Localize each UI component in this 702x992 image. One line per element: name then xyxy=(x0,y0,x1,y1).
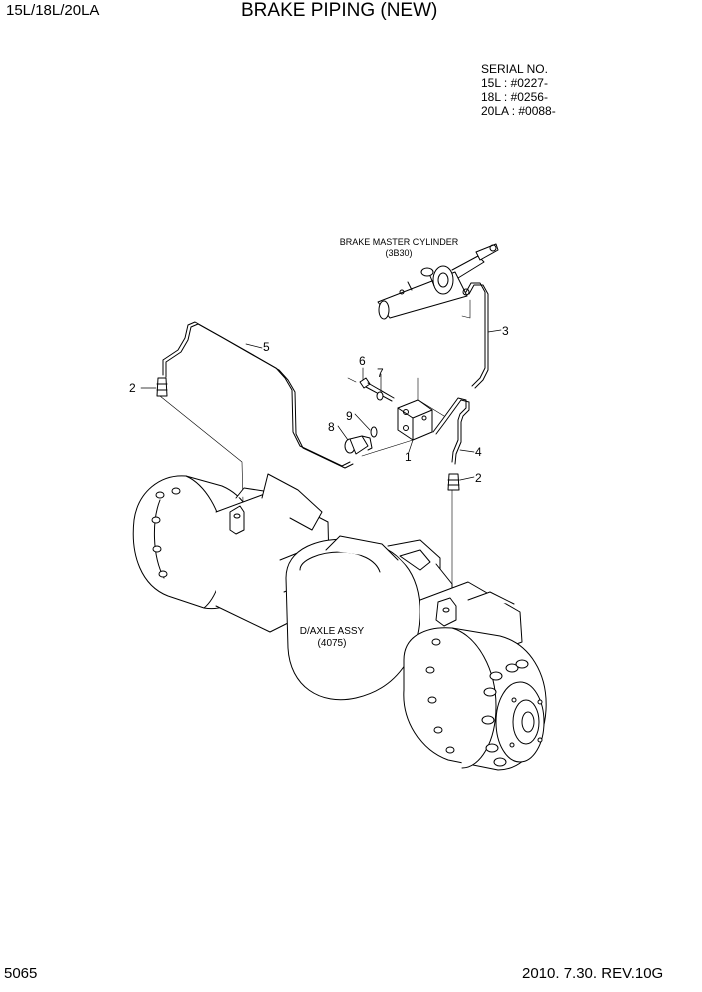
part-number-6: 6 xyxy=(359,354,366,368)
part-number-2: 2 xyxy=(129,381,136,395)
model-label: 15L/18L/20LA xyxy=(6,2,100,19)
serial-line: 20LA : #0088- xyxy=(481,104,556,118)
brake-switch-8 xyxy=(344,435,373,455)
axle-label: D/AXLE ASSY xyxy=(300,626,365,637)
master-cylinder-label: BRAKE MASTER CYLINDER xyxy=(340,237,459,247)
part-number-7: 7 xyxy=(377,366,384,380)
pipe-5 xyxy=(162,321,351,467)
part-number-1: 1 xyxy=(405,450,412,464)
serial-line: 15L : #0227- xyxy=(481,76,548,90)
master-cylinder-ref: (3B30) xyxy=(385,248,412,258)
washer-7 xyxy=(376,391,384,401)
part-number-8: 8 xyxy=(328,420,335,434)
page-title: BRAKE PIPING (NEW) xyxy=(241,0,438,21)
serial-number-block: SERIAL NO. 15L : #0227- 18L : #0256- 20L… xyxy=(481,62,556,118)
serial-line: 18L : #0256- xyxy=(481,90,548,104)
part-number-9: 9 xyxy=(346,409,353,423)
page-number: 5065 xyxy=(4,965,38,982)
drive-axle-assembly xyxy=(132,473,547,771)
part-number-3: 3 xyxy=(502,324,509,338)
o-ring-9 xyxy=(370,426,378,438)
revision-date: 2010. 7.30. REV.10G xyxy=(522,965,664,982)
axle-ref: (4075) xyxy=(318,638,347,649)
part-number-2-right: 2 xyxy=(475,471,482,485)
pipe-4 xyxy=(432,397,467,463)
part-number-4: 4 xyxy=(475,445,482,459)
brake-master-cylinder xyxy=(377,243,499,320)
part-number-5: 5 xyxy=(263,340,270,354)
junction-block xyxy=(397,399,433,441)
serial-heading: SERIAL NO. xyxy=(481,62,548,76)
fitting-2-right xyxy=(447,473,460,491)
fitting-2-left xyxy=(156,377,168,397)
pipe-3 xyxy=(465,282,486,387)
